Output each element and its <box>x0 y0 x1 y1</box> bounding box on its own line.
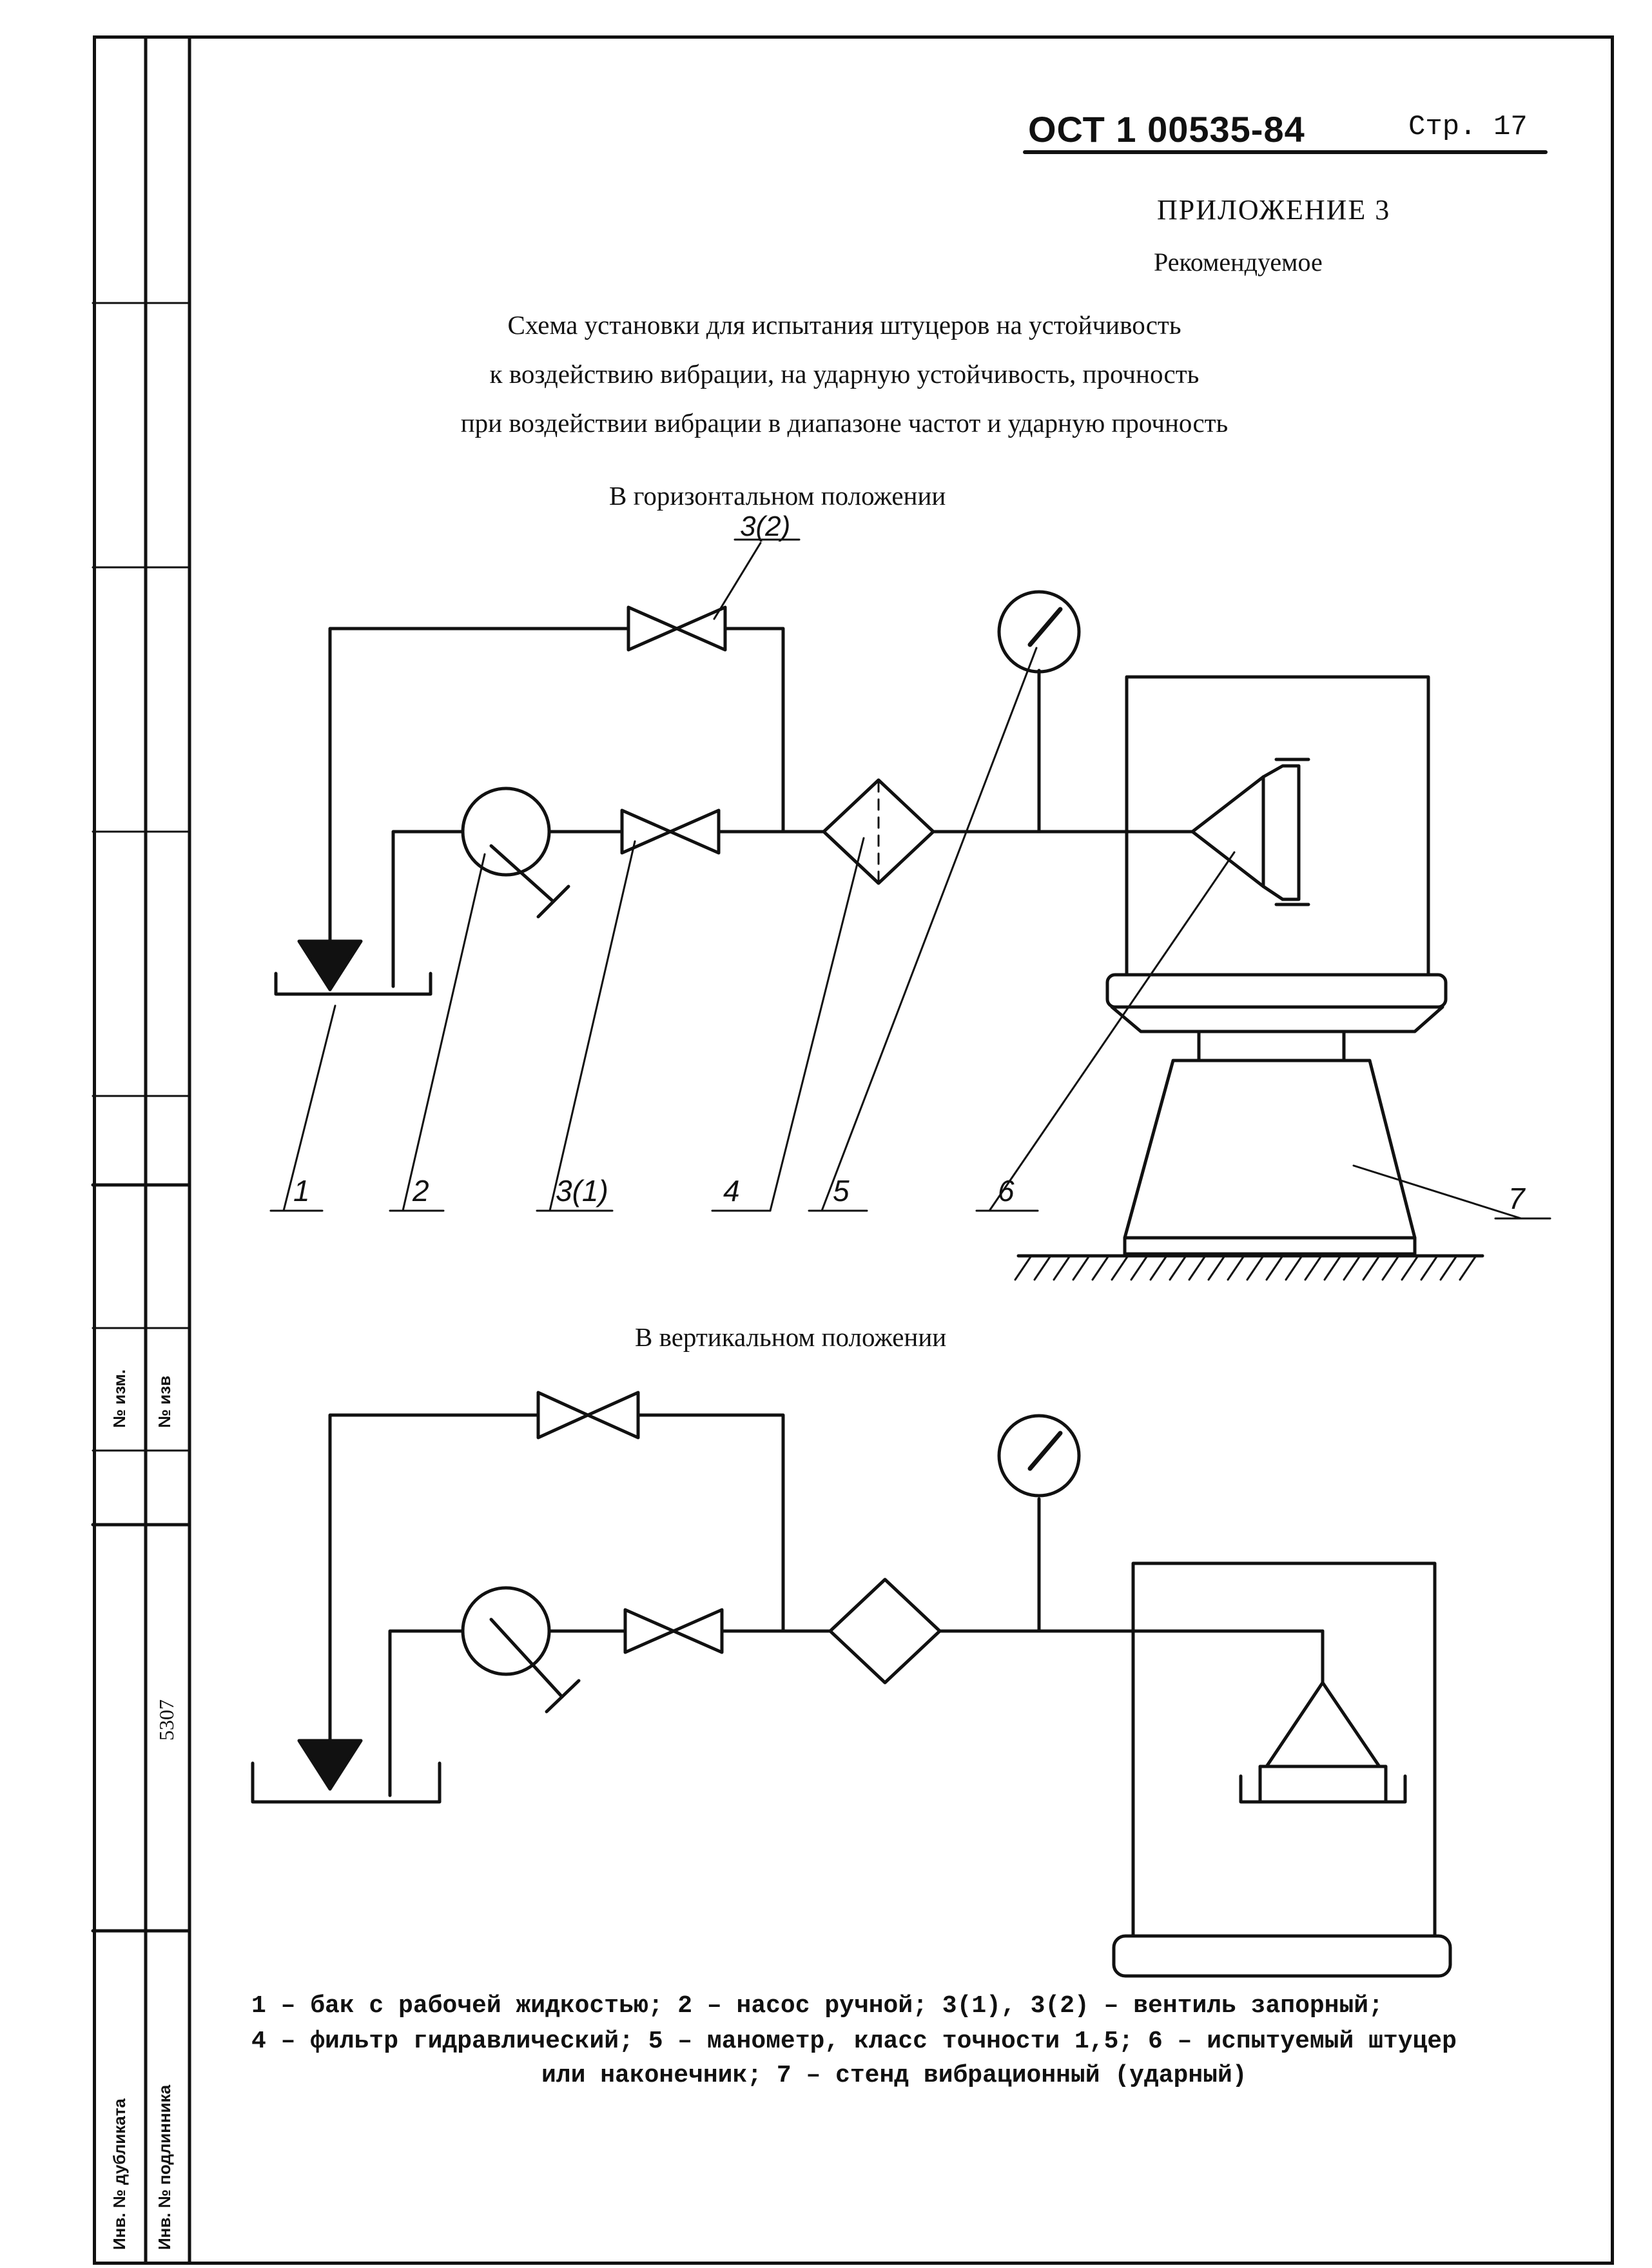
stamp-original-inv: Инв. № подлинника <box>155 2084 174 2250</box>
tank <box>274 972 432 996</box>
pump <box>461 787 551 877</box>
stamp-duplicate-inv: Инв. № дубликата <box>110 2098 129 2250</box>
appendix-title: ПРИЛОЖЕНИЕ 3 <box>1157 194 1391 226</box>
valve-label-3-2: 3(2) <box>740 511 791 542</box>
page-frame <box>93 35 1614 2265</box>
legend-line-3: или наконечник; 7 – стенд вибрационный (… <box>541 2062 1247 2089</box>
scheme-title-line-3: при воздействии вибрации в диапазоне час… <box>460 408 1229 438</box>
stand-base <box>1123 1059 1417 1240</box>
manometer <box>997 590 1081 674</box>
valve-top-right <box>675 605 727 652</box>
legend-line-2: 4 – фильтр гидравлический; 5 – манометр,… <box>251 2028 1457 2055</box>
stamp-inventory-number: 5307 <box>155 1699 178 1741</box>
callout-3-1: 3(1) <box>556 1174 608 1207</box>
callout-7: 7 <box>1508 1182 1525 1215</box>
scheme-title-line-1: Схема установки для испытания штуцеров н… <box>507 310 1181 340</box>
valve-top-left <box>627 605 679 652</box>
filter <box>822 778 935 885</box>
callout-6: 6 <box>998 1174 1015 1207</box>
callout-5: 5 <box>833 1174 850 1207</box>
stand-table <box>1105 973 1448 1009</box>
page-number: Стр. 17 <box>1408 111 1528 143</box>
callout-2: 2 <box>413 1174 429 1207</box>
callout-1: 1 <box>293 1174 310 1207</box>
scheme-title-line-2: к воздействию вибрации, на ударную устой… <box>489 359 1200 389</box>
vertical-caption: В вертикальном положении <box>635 1322 947 1352</box>
tank-arrow <box>297 939 363 992</box>
fitting <box>1190 775 1265 888</box>
horizontal-caption: В горизонтальном положении <box>609 481 946 511</box>
stamp-notice-no: № изв <box>155 1375 174 1428</box>
callout-4: 4 <box>723 1174 740 1207</box>
stand-upper <box>1125 675 1430 977</box>
horizontal-scheme <box>269 538 1551 1281</box>
legend-line-1: 1 – бак с рабочей жидкостью; 2 – насос р… <box>251 1992 1383 2020</box>
stamp-change-no: № изм. <box>110 1369 129 1428</box>
appendix-status: Рекомендуемое <box>1154 248 1323 277</box>
vertical-scheme <box>251 1391 1452 1978</box>
document-code: ОСТ 1 00535-84 <box>1028 109 1305 150</box>
